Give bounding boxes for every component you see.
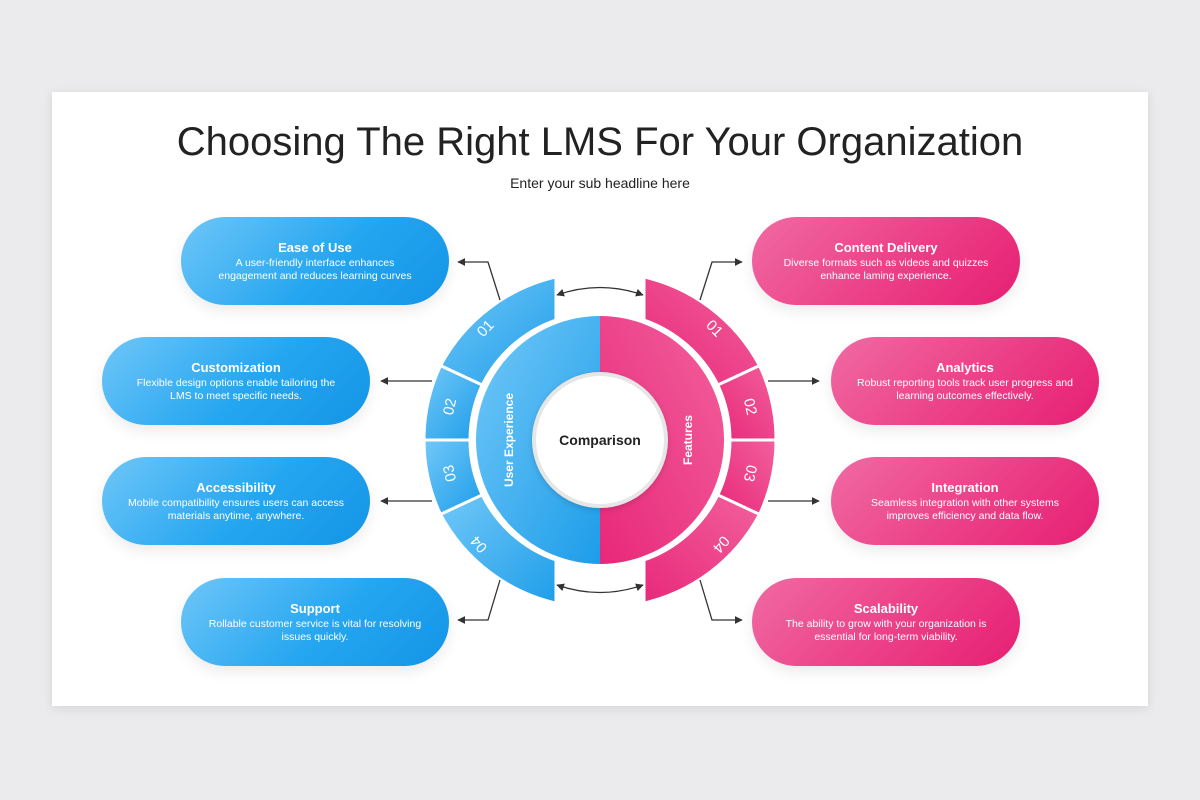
card-description: Rollable customer service is vital for r… — [208, 617, 422, 643]
connector-scalability — [699, 579, 743, 624]
card-description: Flexible design options enable tailoring… — [136, 376, 336, 402]
card-title: Integration — [931, 479, 999, 495]
card-integration: Integration Seamless integration with ot… — [831, 457, 1099, 545]
card-title: Content Delivery — [834, 239, 938, 255]
card-ease-of-use: Ease of Use A user-friendly interface en… — [181, 217, 449, 305]
card-title: Support — [290, 600, 340, 616]
card-support: Support Rollable customer service is vit… — [181, 578, 449, 666]
connector-support — [457, 579, 501, 624]
right-segment-04 — [639, 492, 762, 606]
right-segment-number: 03 — [740, 463, 760, 483]
card-title: Analytics — [936, 359, 994, 375]
connector-ease-of-use — [457, 258, 501, 301]
page-title: Choosing The Right LMS For Your Organiza… — [176, 120, 1024, 164]
features-label: Features — [681, 415, 695, 465]
outer-segments — [422, 274, 778, 606]
card-scalability: Scalability The ability to grow with you… — [752, 578, 1020, 666]
card-title: Accessibility — [196, 479, 276, 495]
card-description: The ability to grow with your organizati… — [785, 617, 987, 643]
center-circle — [532, 372, 668, 508]
connector-content-delivery — [699, 258, 743, 301]
card-description: Robust reporting tools track user progre… — [857, 376, 1073, 402]
right-segment-number: 02 — [740, 397, 760, 417]
card-accessibility: Accessibility Mobile compatibility ensur… — [102, 457, 370, 545]
user-experience-label: User Experience — [502, 393, 516, 487]
left-segment-04 — [438, 492, 561, 606]
page-subtitle: Enter your sub headline here — [510, 175, 690, 191]
card-title: Customization — [191, 359, 281, 375]
left-segment-number: 02 — [440, 397, 460, 417]
center-label: Comparison — [559, 432, 641, 448]
card-description: Mobile compatibility ensures users can a… — [128, 496, 344, 522]
bottom-double-arrow — [556, 583, 644, 594]
card-description: Diverse formats such as videos and quizz… — [783, 256, 989, 282]
top-double-arrow — [556, 286, 644, 297]
card-description: Seamless integration with other systems … — [871, 496, 1059, 522]
card-description: A user-friendly interface enhances engag… — [218, 256, 412, 282]
card-title: Ease of Use — [278, 239, 352, 255]
left-segment-number: 03 — [440, 463, 460, 483]
card-customization: Customization Flexible design options en… — [102, 337, 370, 425]
card-title: Scalability — [853, 600, 919, 616]
card-analytics: Analytics Robust reporting tools track u… — [831, 337, 1099, 425]
card-content-delivery: Content Delivery Diverse formats such as… — [752, 217, 1020, 305]
